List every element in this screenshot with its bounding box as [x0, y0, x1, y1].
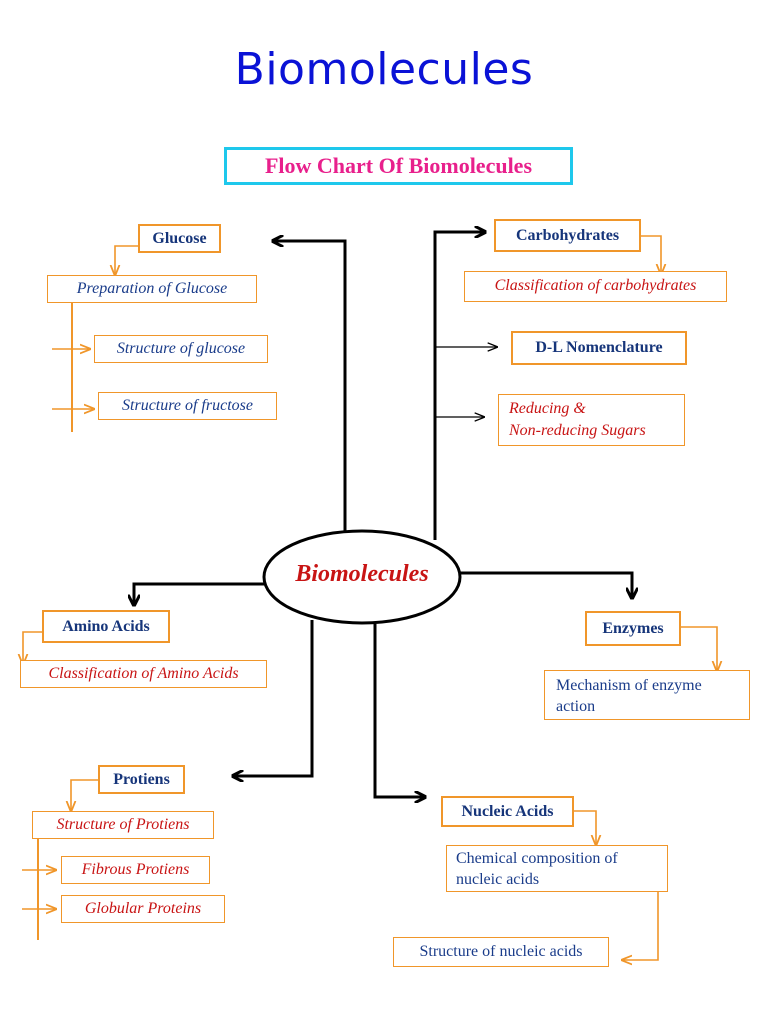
- carbohydrates-box: Carbohydrates: [494, 219, 641, 252]
- glucose-box: Glucose: [138, 224, 221, 253]
- proteins-box: Protiens: [98, 765, 185, 794]
- chemical-composition-box: Chemical composition of nucleic acids: [446, 845, 668, 892]
- classification-of-carbohydrates-box: Classification of carbohydrates: [464, 271, 727, 302]
- amino-connector: [23, 631, 42, 664]
- enzyme-mechanism-box: Mechanism of enzyme action: [544, 670, 750, 720]
- globular-proteins-box: Globular Proteins: [61, 895, 225, 923]
- arrow-to-glucose: [274, 241, 347, 531]
- preparation-of-glucose-box: Preparation of Glucose: [47, 275, 257, 303]
- reducing-sugars-box: Reducing & Non-reducing Sugars: [498, 394, 685, 446]
- reducing-sugars-line1: Reducing &: [509, 400, 586, 417]
- structure-of-glucose-box: Structure of glucose: [94, 335, 268, 363]
- structure-of-nucleic-acids-box: Structure of nucleic acids: [393, 937, 609, 967]
- amino-acids-box: Amino Acids: [42, 610, 170, 643]
- enzymes-connector: [681, 626, 717, 671]
- carbohydrates-connector: [641, 235, 661, 274]
- arrow-to-amino-acids: [134, 582, 264, 604]
- reducing-sugars-line2: Non-reducing Sugars: [509, 422, 646, 439]
- arrow-to-nucleic-acids: [373, 624, 424, 797]
- arrow-to-enzymes: [460, 571, 632, 597]
- dl-nomenclature-box: D-L Nomenclature: [511, 331, 687, 365]
- arrow-to-carbohydrates: [433, 232, 484, 540]
- center-label: Biomolecules: [295, 561, 429, 587]
- glucose-connector: [115, 245, 138, 275]
- arrow-to-proteins: [234, 620, 314, 776]
- structure-of-fructose-box: Structure of fructose: [98, 392, 277, 420]
- page-title: Biomolecules: [234, 44, 534, 95]
- enzymes-box: Enzymes: [585, 611, 681, 646]
- center-ellipse: [262, 529, 462, 625]
- proteins-connector: [71, 779, 98, 811]
- flowchart-subtitle: Flow Chart Of Biomolecules: [224, 147, 573, 185]
- nucleic-acids-box: Nucleic Acids: [441, 796, 574, 827]
- classification-of-amino-acids-box: Classification of Amino Acids: [20, 660, 267, 688]
- fibrous-proteins-box: Fibrous Protiens: [61, 856, 210, 884]
- nucleic-structure-connector: [622, 892, 659, 960]
- structure-of-proteins-box: Structure of Protiens: [32, 811, 214, 839]
- nucleic-connector: [572, 810, 596, 845]
